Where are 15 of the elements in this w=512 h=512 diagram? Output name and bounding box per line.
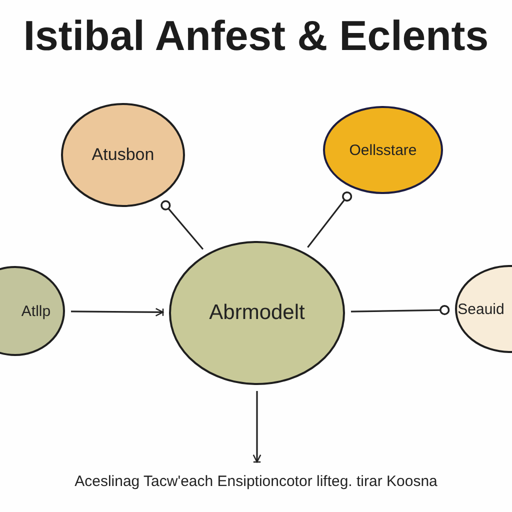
connector-line bbox=[307, 191, 352, 248]
connector-line bbox=[252, 391, 262, 463]
node-label: Seauid bbox=[458, 300, 504, 318]
connector-line bbox=[71, 308, 164, 316]
ellipse-node bbox=[323, 106, 443, 194]
node-label: Oellsstare bbox=[349, 142, 417, 158]
node-label: Abrmodelt bbox=[209, 301, 305, 325]
node-label: Aceslinag Tacw'each Ensiptioncotor lifteg. tirar Koosna bbox=[74, 472, 438, 490]
ellipse-node bbox=[61, 103, 185, 207]
connector-line bbox=[160, 200, 204, 250]
connector-line bbox=[350, 304, 450, 316]
node-label: Atllp bbox=[21, 302, 51, 320]
ellipse-node bbox=[169, 241, 345, 385]
diagram-title: Istibal Anfest & Eclents bbox=[22, 12, 490, 60]
node-label: Atusbon bbox=[92, 145, 154, 165]
